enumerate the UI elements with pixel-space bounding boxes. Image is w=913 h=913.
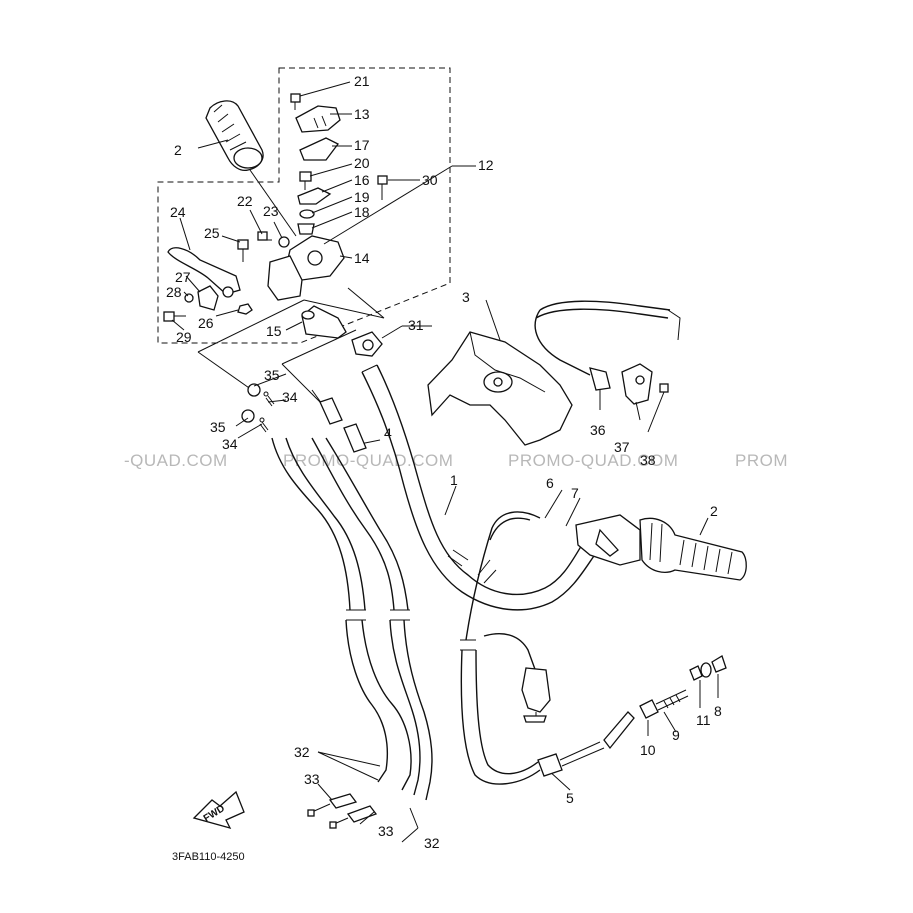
leader-lines [317, 751, 381, 801]
callout-16: 16 [354, 172, 370, 188]
callout-31: 31 [408, 317, 424, 333]
assembly-links [197, 299, 357, 405]
callout-35-lower: 35 [210, 419, 226, 435]
callout-labels: 21 13 17 20 16 19 18 30 12 14 15 2 22 23… [166, 73, 722, 851]
callout-14: 14 [354, 250, 370, 266]
diagram-code: 3FAB110-4250 [172, 851, 245, 863]
callout-20: 20 [354, 155, 370, 171]
callout-33-upper: 33 [304, 771, 320, 787]
callout-17: 17 [354, 137, 370, 153]
callout-8: 8 [714, 703, 722, 719]
callout-38: 38 [640, 452, 656, 468]
callout-30: 30 [422, 172, 438, 188]
switch-assembly [163, 93, 388, 357]
handlebar [361, 364, 597, 611]
right-grip [575, 514, 747, 581]
left-grip [205, 100, 264, 172]
throttle-cable-4 [311, 389, 367, 453]
callout-26: 26 [198, 315, 214, 331]
watermark-text: PROM [735, 451, 788, 470]
watermark-text: -QUAD.COM [124, 451, 228, 470]
callout-32-upper: 32 [294, 744, 310, 760]
adjuster-8-11 [639, 655, 727, 719]
callout-35-upper: 35 [264, 367, 280, 383]
callout-5: 5 [566, 790, 574, 806]
brake-cable [271, 437, 433, 829]
callout-18: 18 [354, 204, 370, 220]
callout-28: 28 [166, 284, 182, 300]
lower-cable [483, 632, 551, 723]
callout-37: 37 [614, 439, 630, 455]
choke-cable [460, 511, 635, 785]
leader-lines [235, 373, 287, 439]
callout-3: 3 [462, 289, 470, 305]
handlebar-cover [427, 331, 573, 446]
callout-9: 9 [672, 727, 680, 743]
callout-11: 11 [696, 712, 711, 728]
callout-21: 21 [354, 73, 370, 89]
callout-32-lower: 32 [424, 835, 440, 851]
throttle-cable-upper [534, 300, 681, 405]
callout-36: 36 [590, 422, 606, 438]
callout-4: 4 [384, 425, 392, 441]
callout-13: 13 [354, 106, 370, 122]
callout-34-upper: 34 [282, 389, 298, 405]
callout-23: 23 [263, 203, 279, 219]
leader-lines [647, 674, 719, 736]
callout-1: 1 [450, 472, 458, 488]
callout-33-lower: 33 [378, 823, 394, 839]
callout-34-lower: 34 [222, 436, 238, 452]
watermark-text: PROMO-QUAD.COM [508, 451, 678, 470]
assembly-links [303, 287, 385, 319]
callout-29: 29 [176, 329, 192, 345]
leader-lines [599, 390, 665, 433]
callout-6: 6 [546, 475, 554, 491]
callout-22: 22 [237, 193, 253, 209]
leader-lines [171, 81, 709, 791]
callout-15: 15 [266, 323, 282, 339]
watermark: -QUAD.COM PROMO-QUAD.COM PROMO-QUAD.COM … [124, 451, 788, 470]
adjuster-parts [241, 383, 275, 433]
callout-24: 24 [170, 204, 186, 220]
callout-7: 7 [571, 485, 579, 501]
leader-lines [359, 807, 419, 843]
callout-2-right: 2 [710, 503, 718, 519]
watermark-text: PROMO-QUAD.COM [283, 451, 453, 470]
callout-12: 12 [478, 157, 494, 173]
callout-10: 10 [640, 742, 656, 758]
callout-2-left: 2 [174, 142, 182, 158]
fwd-arrow-icon: FWD [192, 790, 245, 830]
callout-19: 19 [354, 189, 370, 205]
callout-27: 27 [175, 269, 191, 285]
callout-25: 25 [204, 225, 220, 241]
